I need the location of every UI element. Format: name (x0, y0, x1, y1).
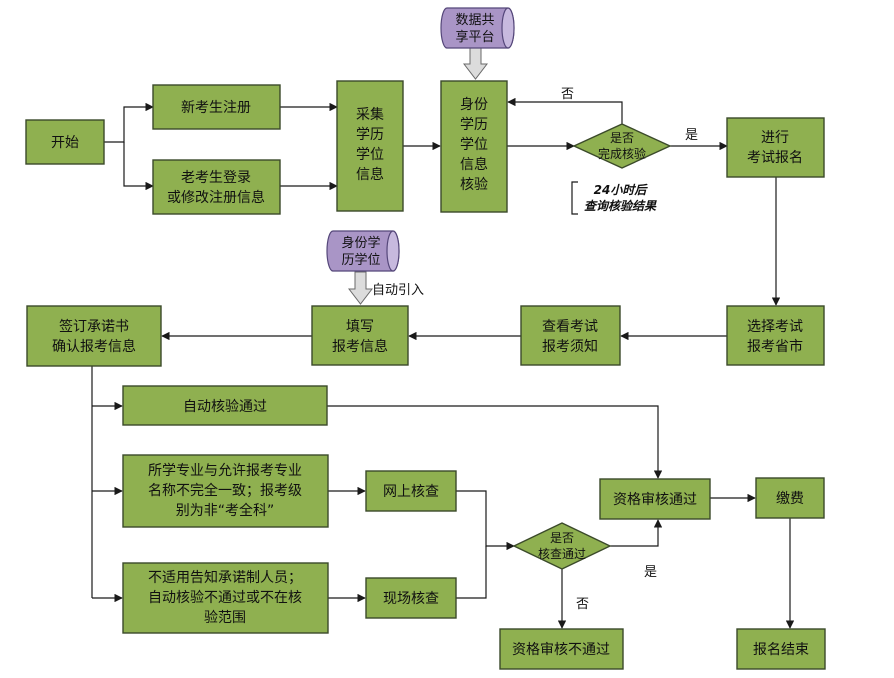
node-auto-pass: 自动核验通过 (122, 385, 328, 426)
datastore-line: 历学位 (341, 252, 380, 268)
decision-label: 是否 (550, 531, 574, 545)
edge-onsite-d2 (456, 546, 487, 599)
node-label: 网上核查 (383, 484, 439, 500)
decision-label: 完成核验 (598, 146, 646, 161)
node-fill-info: 填写 报考信息 (311, 305, 409, 366)
note-line: 查询核验结果 (584, 199, 657, 213)
node-label: 学历 (460, 117, 488, 133)
node-label: 学历 (356, 127, 384, 143)
node-label: 选择考试 (747, 319, 803, 335)
node-apply: 进行 考试报名 (726, 117, 825, 178)
node-label: 采集 (356, 106, 384, 123)
node-collect: 采集 学历 学位 信息 (336, 80, 404, 212)
edge-start-old (123, 142, 154, 191)
node-label: 新考生注册 (181, 100, 251, 116)
edge-online-d2 (456, 490, 515, 551)
note-query-result: 24小时后 查询核验结果 (584, 183, 657, 213)
node-label: 现场核查 (383, 591, 439, 607)
node-label: 名称不完全一致；报考级 (148, 482, 302, 499)
node-label: 学位 (356, 147, 384, 163)
node-label: 报考省市 (747, 338, 803, 355)
note-line: 24小时后 (594, 183, 649, 197)
edge-d1-no (507, 97, 623, 124)
node-select-city: 选择考试 报考省市 (726, 305, 825, 366)
datastore-arrow-1 (462, 47, 489, 80)
node-sign: 签订承诺书 确认报考信息 (26, 305, 162, 367)
node-label: 老考生登录 (181, 170, 251, 186)
node-label: 报考信息 (332, 338, 388, 355)
edge-label-d1-yes: 是 (685, 128, 698, 143)
node-label: 报名结束 (753, 642, 809, 658)
datastore-line: 享平台 (455, 29, 494, 45)
node-label: 开始 (51, 135, 79, 151)
edge-label-d2-no: 否 (576, 597, 589, 612)
edge-label-auto-import: 自动引入 (372, 283, 424, 298)
node-label: 进行 (761, 130, 789, 146)
node-mismatch: 所学专业与允许报考专业 名称不完全一致；报考级 别为非“考全科” (122, 454, 329, 528)
decision-label: 核查通过 (538, 547, 586, 561)
edge-start-split (104, 102, 154, 143)
edge-auto-qual (327, 405, 663, 479)
node-notice: 查看考试 报考须知 (520, 305, 621, 366)
node-label: 资格审核通过 (613, 492, 697, 508)
edges (91, 97, 795, 629)
node-label: 信息 (460, 156, 488, 173)
node-label: 缴费 (776, 491, 804, 507)
node-label: 验范围 (204, 609, 246, 626)
node-label: 报考须知 (542, 338, 598, 355)
node-label: 学位 (460, 137, 488, 153)
node-label: 考试报名 (747, 150, 803, 166)
datastore-share-platform: 数据共 享平台 (440, 7, 515, 49)
node-label: 自动核验不通过或不在核 (148, 590, 302, 606)
node-label: 填写 (346, 319, 374, 335)
node-label: 不适用告知承诺制人员； (148, 569, 302, 586)
datastore-arrow-2 (347, 271, 374, 305)
node-onsite-check: 现场核查 (365, 577, 457, 619)
node-label: 或修改注册信息 (167, 189, 265, 206)
node-not-applicable: 不适用告知承诺制人员； 自动核验不通过或不在核 验范围 (122, 562, 329, 634)
node-label: 别为非“考全科” (176, 502, 275, 519)
node-label: 所学专业与允许报考专业 (148, 463, 302, 479)
note-bracket (571, 181, 578, 215)
datastore-degree-info: 身份学 历学位 (326, 230, 400, 272)
node-end: 报名结束 (736, 628, 826, 670)
node-label: 自动核验通过 (183, 399, 267, 415)
node-label: 核验 (460, 177, 488, 193)
node-qual-fail: 资格审核不通过 (499, 628, 624, 670)
edge-d2-yes (610, 519, 663, 547)
node-pay: 缴费 (755, 477, 825, 519)
node-start: 开始 (25, 119, 105, 165)
node-verify: 身份 学历 学位 信息 核验 (440, 80, 508, 213)
datastore-line: 身份学 (341, 235, 380, 251)
node-online-check: 网上核查 (365, 470, 457, 512)
node-label: 身份 (460, 97, 488, 113)
decision-verify-complete: 是否 完成核验 (572, 123, 672, 169)
node-old-login: 老考生登录 或修改注册信息 (152, 159, 281, 215)
node-label: 资格审核不通过 (512, 642, 610, 658)
decision-label: 是否 (610, 131, 634, 145)
node-label: 确认报考信息 (52, 338, 136, 355)
datastore-line: 数据共 (455, 13, 494, 28)
node-new-register: 新考生注册 (152, 84, 281, 130)
node-qual-pass: 资格审核通过 (599, 478, 711, 520)
decision-check-pass: 是否 核查通过 (512, 522, 612, 570)
node-label: 查看考试 (542, 319, 598, 335)
edge-label-d1-no: 否 (561, 87, 574, 102)
node-label: 签订承诺书 (59, 318, 129, 335)
node-label: 信息 (356, 166, 384, 183)
edge-label-d2-yes: 是 (644, 565, 657, 580)
